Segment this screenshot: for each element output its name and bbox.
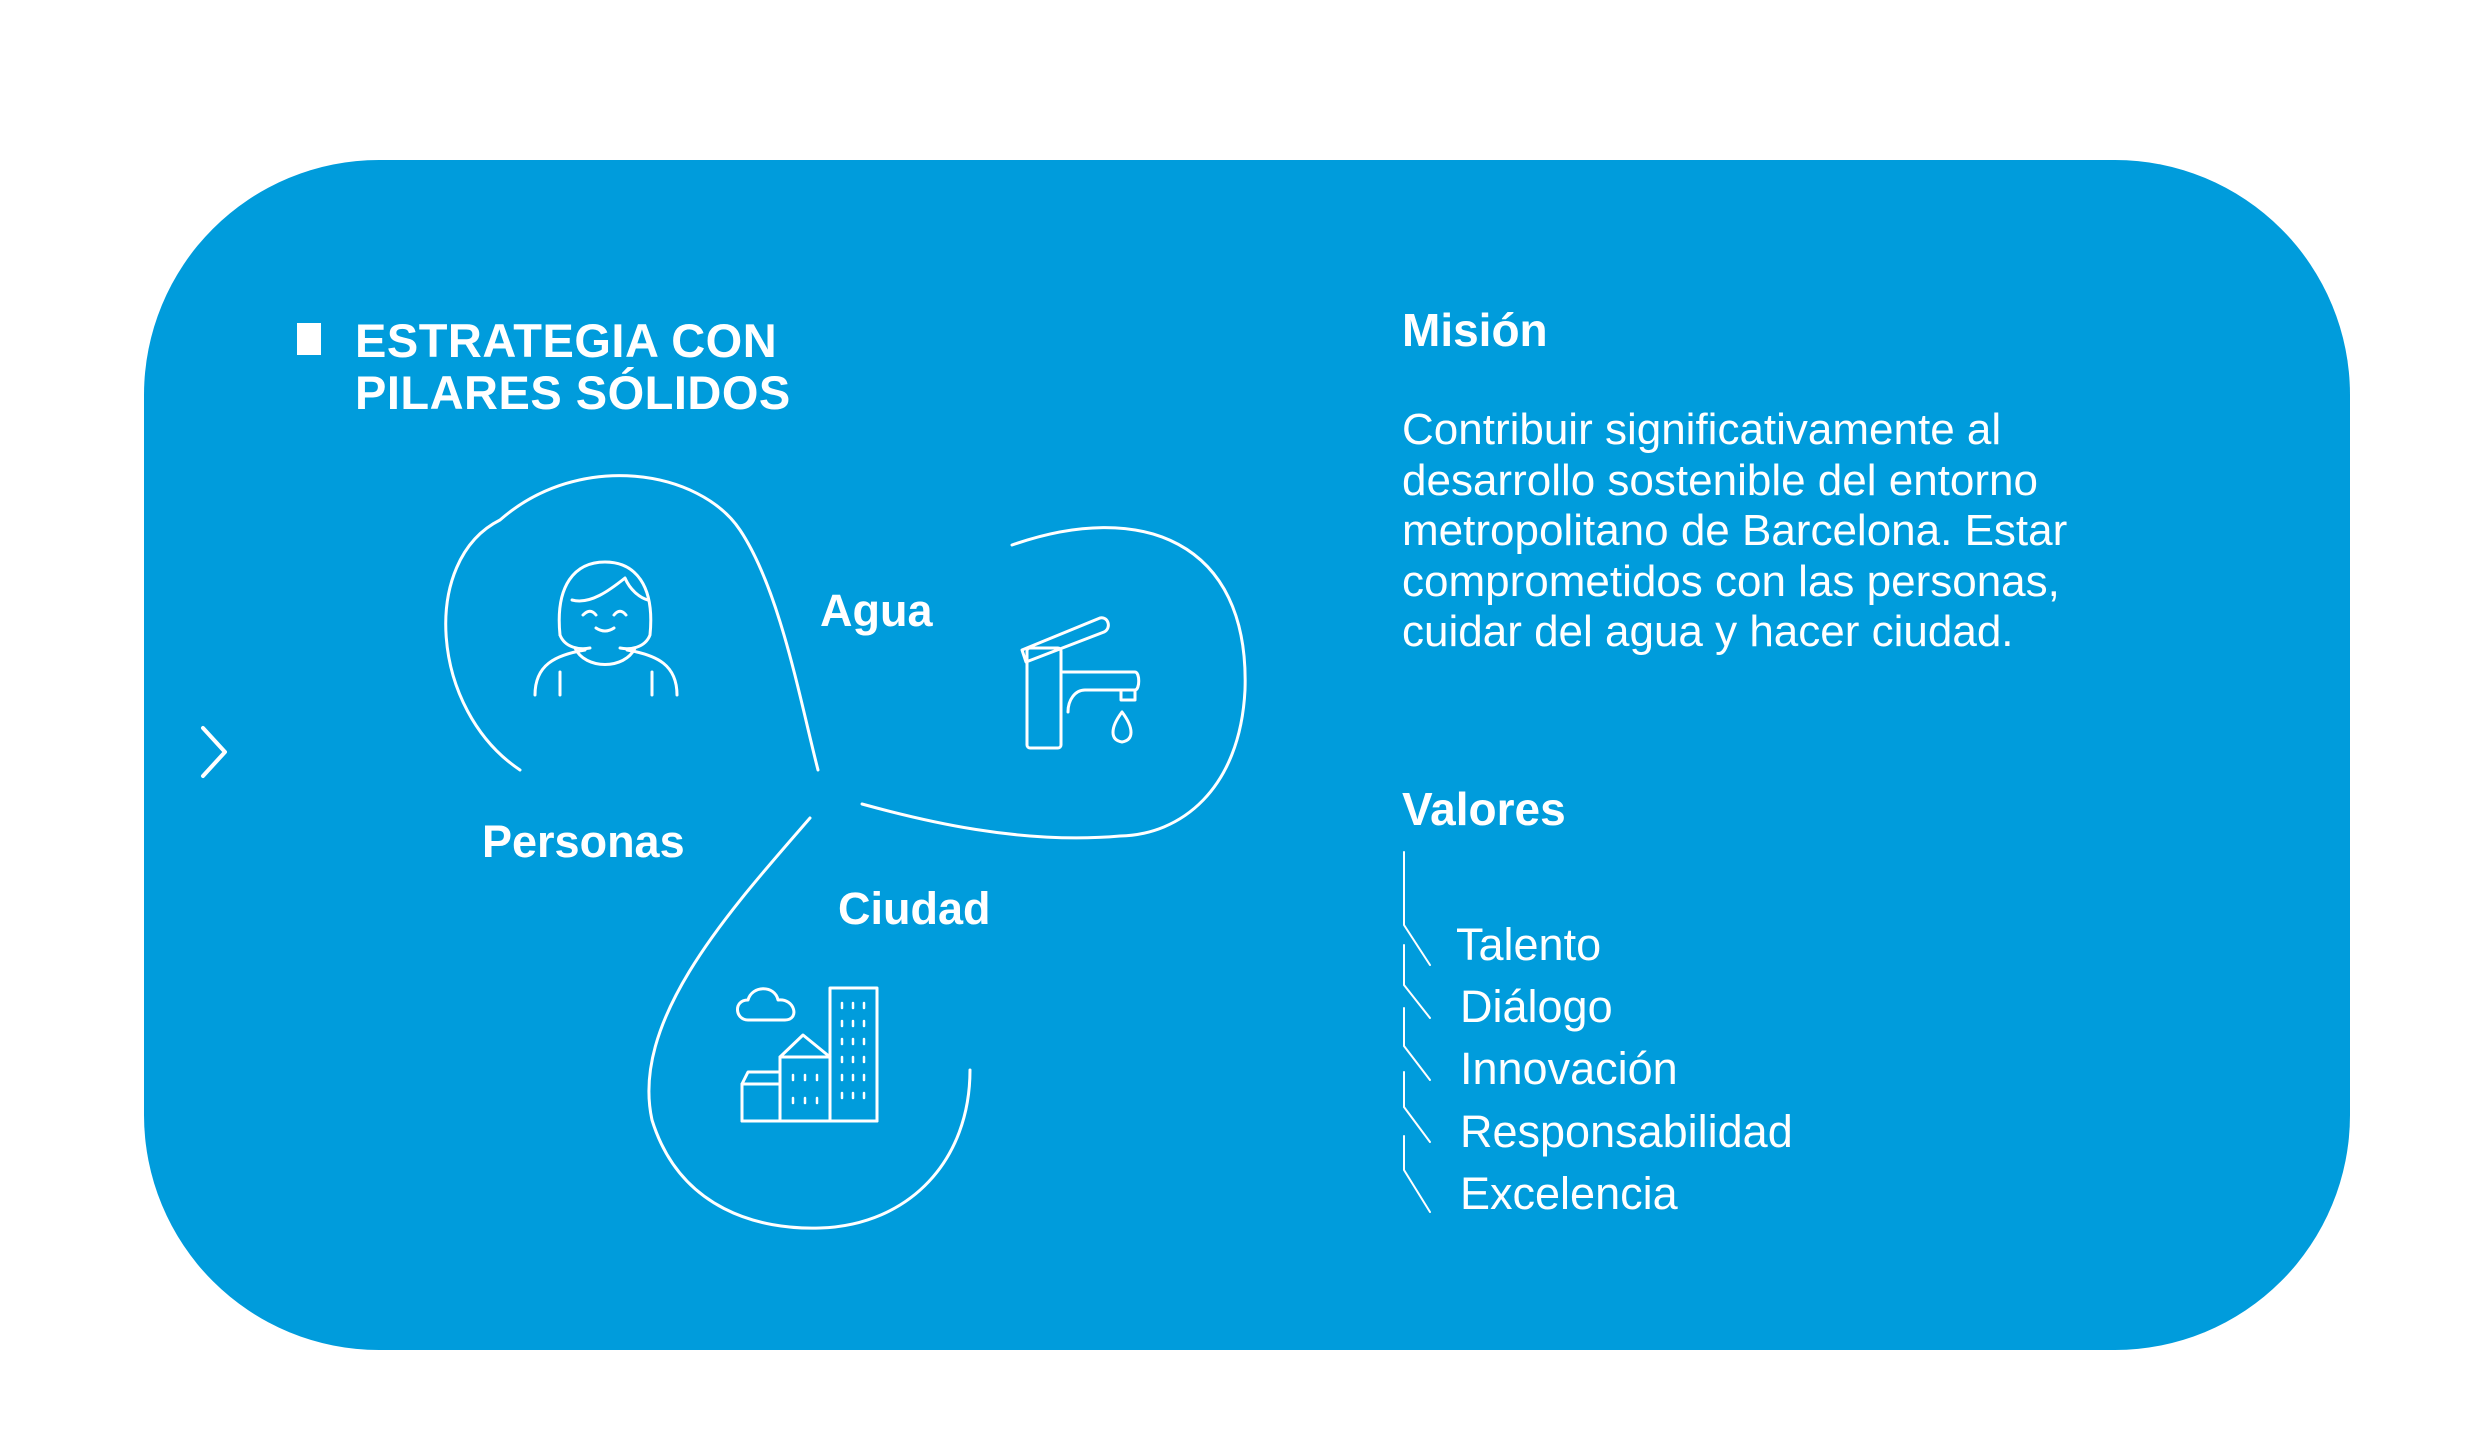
values-heading: Valores — [1402, 783, 1566, 835]
values-list: Talento Diálogo Innovación Responsabilid… — [1402, 850, 2102, 1230]
personas-loop — [444, 474, 820, 772]
value-item-responsabilidad: Responsabilidad — [1460, 1106, 1793, 1157]
mission-heading: Misión — [1402, 304, 1548, 356]
faucet-icon — [1020, 616, 1141, 750]
chevron-right-icon[interactable] — [195, 722, 235, 782]
values-connector-lines — [1403, 851, 1431, 1213]
pillar-label-ciudad: Ciudad — [838, 883, 991, 934]
city-buildings-icon — [736, 986, 879, 1123]
value-item-excelencia: Excelencia — [1460, 1168, 1678, 1219]
value-item-innovacion: Innovación — [1460, 1043, 1678, 1094]
value-item-dialogo: Diálogo — [1460, 981, 1613, 1032]
strategy-panel — [144, 160, 2350, 1350]
title-line-1: ESTRATEGIA CON — [355, 314, 778, 367]
strategy-title: ESTRATEGIA CON PILARES SÓLIDOS — [297, 315, 791, 419]
value-item-talento: Talento — [1456, 919, 1602, 970]
mission-text: Contribuir significativamente al desarro… — [1402, 405, 2068, 656]
pillar-label-agua: Agua — [820, 585, 933, 636]
square-bullet-icon — [297, 323, 321, 355]
pillar-label-personas: Personas — [482, 816, 685, 867]
page-background — [0, 1352, 2480, 1449]
agua-loop — [860, 526, 1247, 840]
person-icon — [533, 560, 679, 697]
title-line-2: PILARES SÓLIDOS — [355, 366, 791, 419]
ciudad-loop — [647, 816, 972, 1230]
